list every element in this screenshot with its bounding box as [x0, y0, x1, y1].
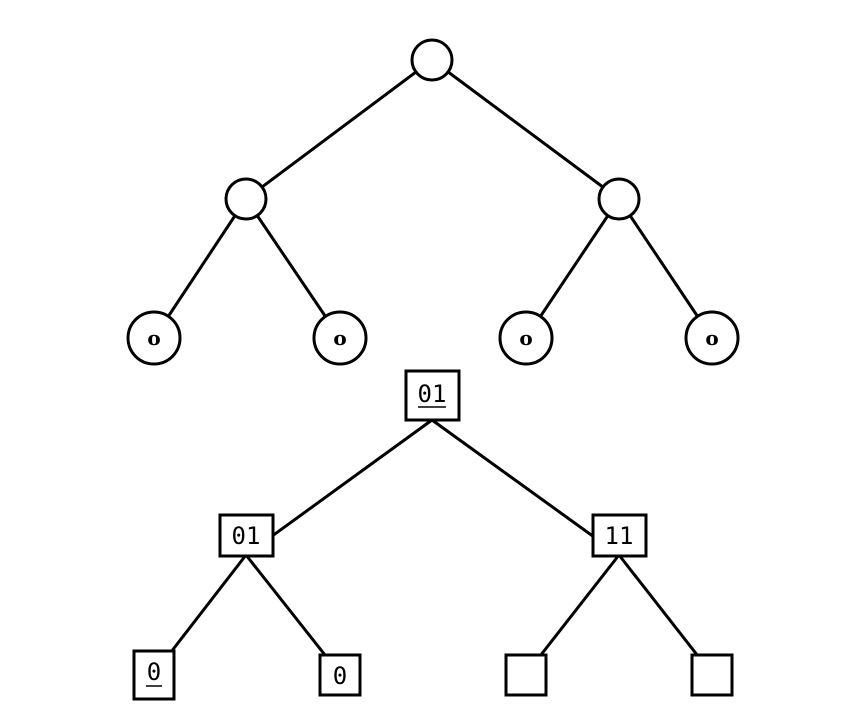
top-leaf-ll: o: [126, 310, 182, 366]
bottom-root-label: 01: [418, 380, 447, 408]
top-edge-root-left: [245, 58, 433, 201]
bottom-right-label: 11: [605, 522, 634, 550]
top-leaf-lr: o: [312, 310, 368, 366]
top-leaf-lr-label: o: [333, 326, 346, 350]
top-edge-left-lr: [244, 198, 342, 339]
top-edge-right-rr: [617, 198, 714, 339]
top-leaf-rl: o: [498, 310, 554, 366]
bottom-edge-root-left: [245, 418, 433, 557]
top-leaf-rr-label: o: [705, 326, 718, 350]
bottom-left-node: 01: [218, 513, 275, 558]
bottom-leaf-ll: 0: [132, 649, 176, 701]
top-right-node: [597, 177, 641, 221]
bottom-root-node: 01: [404, 369, 461, 422]
top-leaf-ll-label: o: [147, 326, 160, 350]
bottom-edge-root-right: [431, 418, 620, 557]
bottom-leaf-rl: [504, 653, 548, 697]
top-tree: o o o o: [126, 38, 740, 366]
bottom-leaf-lr: 0: [318, 653, 362, 697]
top-leaf-rl-label: o: [519, 326, 532, 350]
top-edge-root-right: [431, 58, 620, 201]
top-edge-right-rl: [524, 198, 621, 339]
top-left-node: [224, 177, 268, 221]
bottom-tree: 01 01 11 0 0: [132, 369, 734, 701]
bottom-right-node: 11: [591, 513, 648, 558]
top-edge-left-ll: [152, 198, 248, 339]
top-leaf-rr: o: [684, 310, 740, 366]
top-root-node: [410, 38, 454, 82]
bottom-leaf-ll-label: 0: [147, 658, 161, 686]
bottom-left-label: 01: [232, 522, 261, 550]
bottom-leaf-rr: [690, 653, 734, 697]
bottom-leaf-lr-label: 0: [333, 662, 347, 690]
